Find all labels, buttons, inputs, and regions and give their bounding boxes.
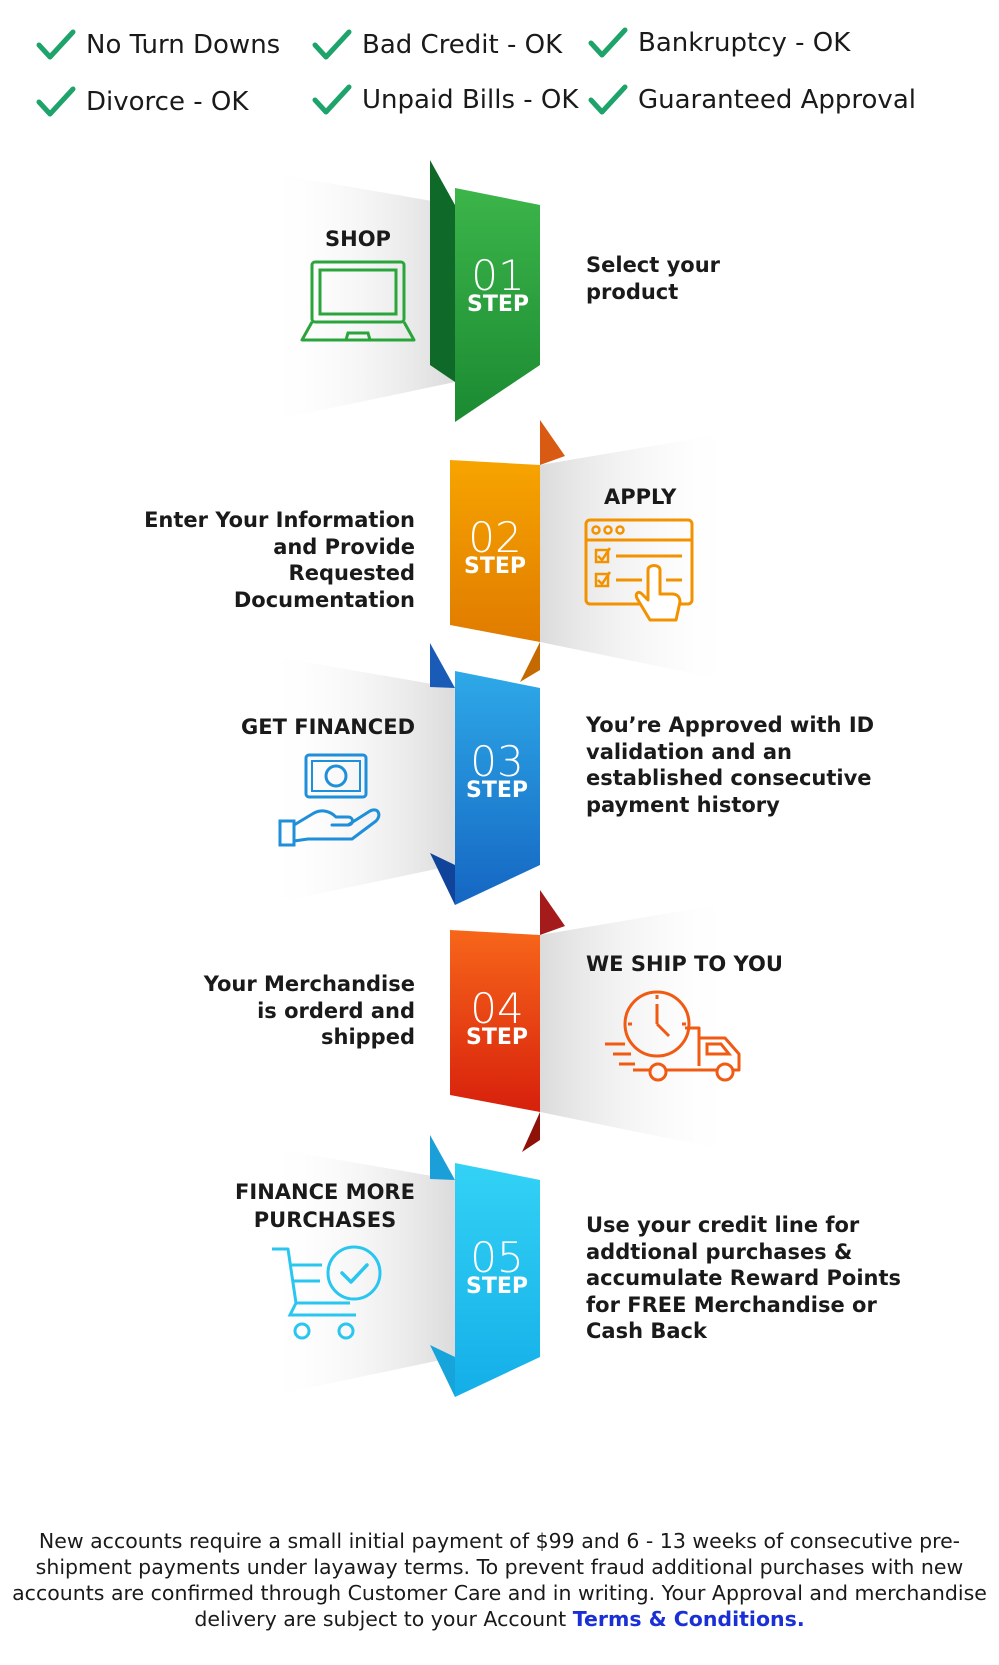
step-title: FINANCE MORE PURCHASES	[235, 1180, 415, 1232]
step-description: Enter Your Information and Provide Reque…	[144, 508, 415, 612]
delivery-truck-icon	[605, 990, 741, 1082]
footer-text: New accounts require a small initial pay…	[12, 1529, 987, 1631]
step-label: STEP	[465, 1025, 528, 1050]
step-label: STEP	[463, 554, 526, 579]
step-number: 02	[468, 513, 522, 562]
checkmark-icon	[36, 29, 76, 60]
step-5: 05 STEP FINANCE MORE PURCHASES Use your …	[0, 1135, 999, 1405]
feature-label: Bad Credit - OK	[362, 30, 563, 60]
step-label: STEP	[465, 1274, 528, 1299]
step-title: APPLY	[604, 485, 677, 509]
features-list: No Turn Downs Bad Credit - OK Bankruptcy…	[0, 0, 999, 140]
terms-link[interactable]: Terms & Conditions.	[572, 1607, 805, 1631]
checkmark-icon	[36, 86, 76, 117]
step-label: STEP	[465, 778, 528, 803]
step-description: You’re Approved with ID validation and a…	[586, 713, 875, 817]
feature-item: Divorce - OK	[36, 85, 248, 119]
feature-item: Bad Credit - OK	[312, 28, 562, 62]
step-description: Your Merchandise is orderd and shipped	[203, 972, 415, 1049]
step-number: 03	[470, 737, 524, 786]
step-number: 05	[470, 1233, 524, 1282]
laptop-icon	[300, 260, 416, 342]
feature-item: Unpaid Bills - OK	[312, 83, 578, 117]
feature-label: Divorce - OK	[86, 87, 249, 117]
feature-item: Bankruptcy - OK	[588, 26, 850, 60]
checkmark-icon	[588, 84, 628, 115]
step-label: STEP	[466, 292, 529, 317]
step-ribbon	[265, 160, 540, 422]
step-description: Use your credit line for addtional purch…	[586, 1213, 901, 1343]
application-form-icon	[584, 518, 694, 622]
step-description: Select your product	[586, 253, 721, 304]
step-1: 01 STEP SHOP Select your product	[0, 160, 999, 430]
step-4: 04 STEP Your Merchandise is orderd and s…	[0, 890, 999, 1160]
feature-item: Guaranteed Approval	[588, 83, 916, 117]
step-number: 04	[470, 984, 524, 1033]
cash-in-hand-icon	[278, 753, 381, 847]
shopping-cart-check-icon	[272, 1245, 382, 1340]
step-title: WE SHIP TO YOU	[586, 952, 783, 976]
footer-disclaimer: New accounts require a small initial pay…	[10, 1528, 989, 1632]
feature-item: No Turn Downs	[36, 28, 280, 62]
step-ribbon	[450, 890, 735, 1152]
step-3: 03 STEP GET FINANCED You’re Approved wit…	[0, 643, 999, 913]
feature-label: No Turn Downs	[86, 30, 281, 60]
step-title: GET FINANCED	[241, 715, 415, 739]
step-2: 02 STEP Enter Your Information and Provi…	[0, 420, 999, 690]
checkmark-icon	[588, 27, 628, 58]
feature-label: Bankruptcy - OK	[638, 28, 851, 58]
checkmark-icon	[312, 29, 352, 60]
feature-label: Guaranteed Approval	[638, 85, 916, 115]
feature-label: Unpaid Bills - OK	[362, 85, 579, 115]
checkmark-icon	[312, 84, 352, 115]
step-number: 01	[471, 251, 525, 300]
step-title: SHOP	[325, 227, 391, 251]
